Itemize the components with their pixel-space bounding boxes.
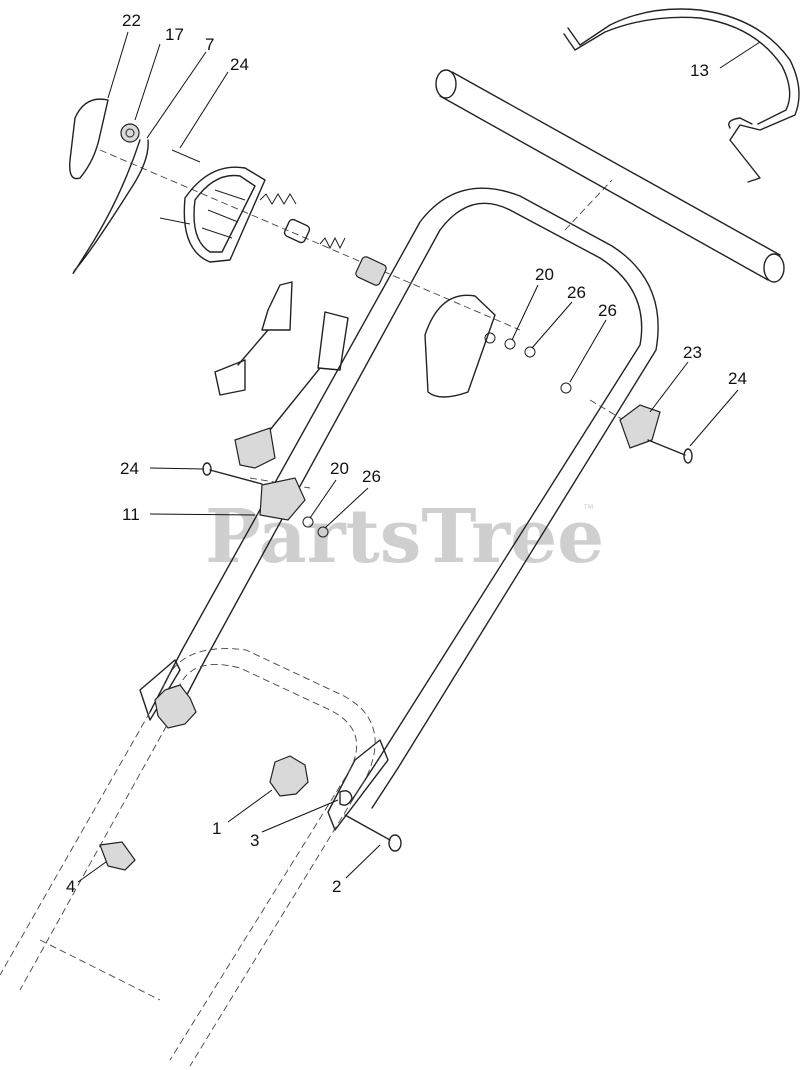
callout-26-upper: 26: [567, 283, 586, 302]
callout-11: 11: [122, 505, 140, 524]
callout-20-mid: 20: [330, 459, 349, 478]
part-22-grip: [69, 98, 109, 180]
callout-22: 22: [122, 11, 141, 30]
callout-20-upper: 20: [535, 265, 554, 284]
part-13-bail-bar: [563, 8, 800, 183]
switch-box: [159, 149, 266, 263]
callout-4: 4: [66, 877, 75, 896]
callout-24-left: 24: [120, 459, 139, 478]
part-7-cord: [72, 139, 149, 274]
callout-26-right: 26: [598, 301, 617, 320]
callout-26-mid: 26: [362, 467, 381, 486]
part-1-star-knob: [269, 755, 309, 797]
nut-26-b: [560, 382, 572, 394]
callout-24-right: 24: [728, 369, 747, 388]
callout-1: 1: [212, 819, 221, 838]
callout-24-top: 24: [230, 55, 249, 74]
callout-7: 7: [205, 35, 214, 54]
callout-13: 13: [690, 61, 709, 80]
star-knob-left: [154, 684, 197, 729]
part-24-bolt-right: [647, 439, 693, 464]
callout-3: 3: [250, 831, 259, 850]
washer-20: [504, 338, 516, 350]
part-17-knob: [120, 123, 140, 143]
part-2-carriage-bolt: [344, 814, 402, 852]
leader-lines: [77, 31, 761, 883]
nut-26: [524, 346, 536, 358]
part-4-clip: [99, 841, 136, 871]
cord-adapters: [214, 281, 349, 469]
nut-26-c: [317, 526, 329, 538]
callout-17: 17: [165, 25, 184, 44]
callout-labels: 22 17 7 24 13 20 26 26 23 24 24 20 26 11…: [66, 11, 747, 896]
part-11-cable-guide: [259, 477, 306, 521]
upper-handle: [139, 187, 659, 831]
washer-20-b: [302, 516, 314, 528]
callout-23: 23: [683, 343, 702, 362]
watermark-trademark: ™: [583, 503, 594, 515]
callout-2: 2: [332, 877, 341, 896]
part-3-washer: [339, 790, 353, 806]
part-23-cable-guide: [619, 404, 661, 449]
upper-bracket: [424, 294, 496, 398]
control-bar-tube: [435, 69, 785, 283]
lower-handle: [0, 648, 376, 1067]
springs-and-plugs: [259, 193, 387, 286]
